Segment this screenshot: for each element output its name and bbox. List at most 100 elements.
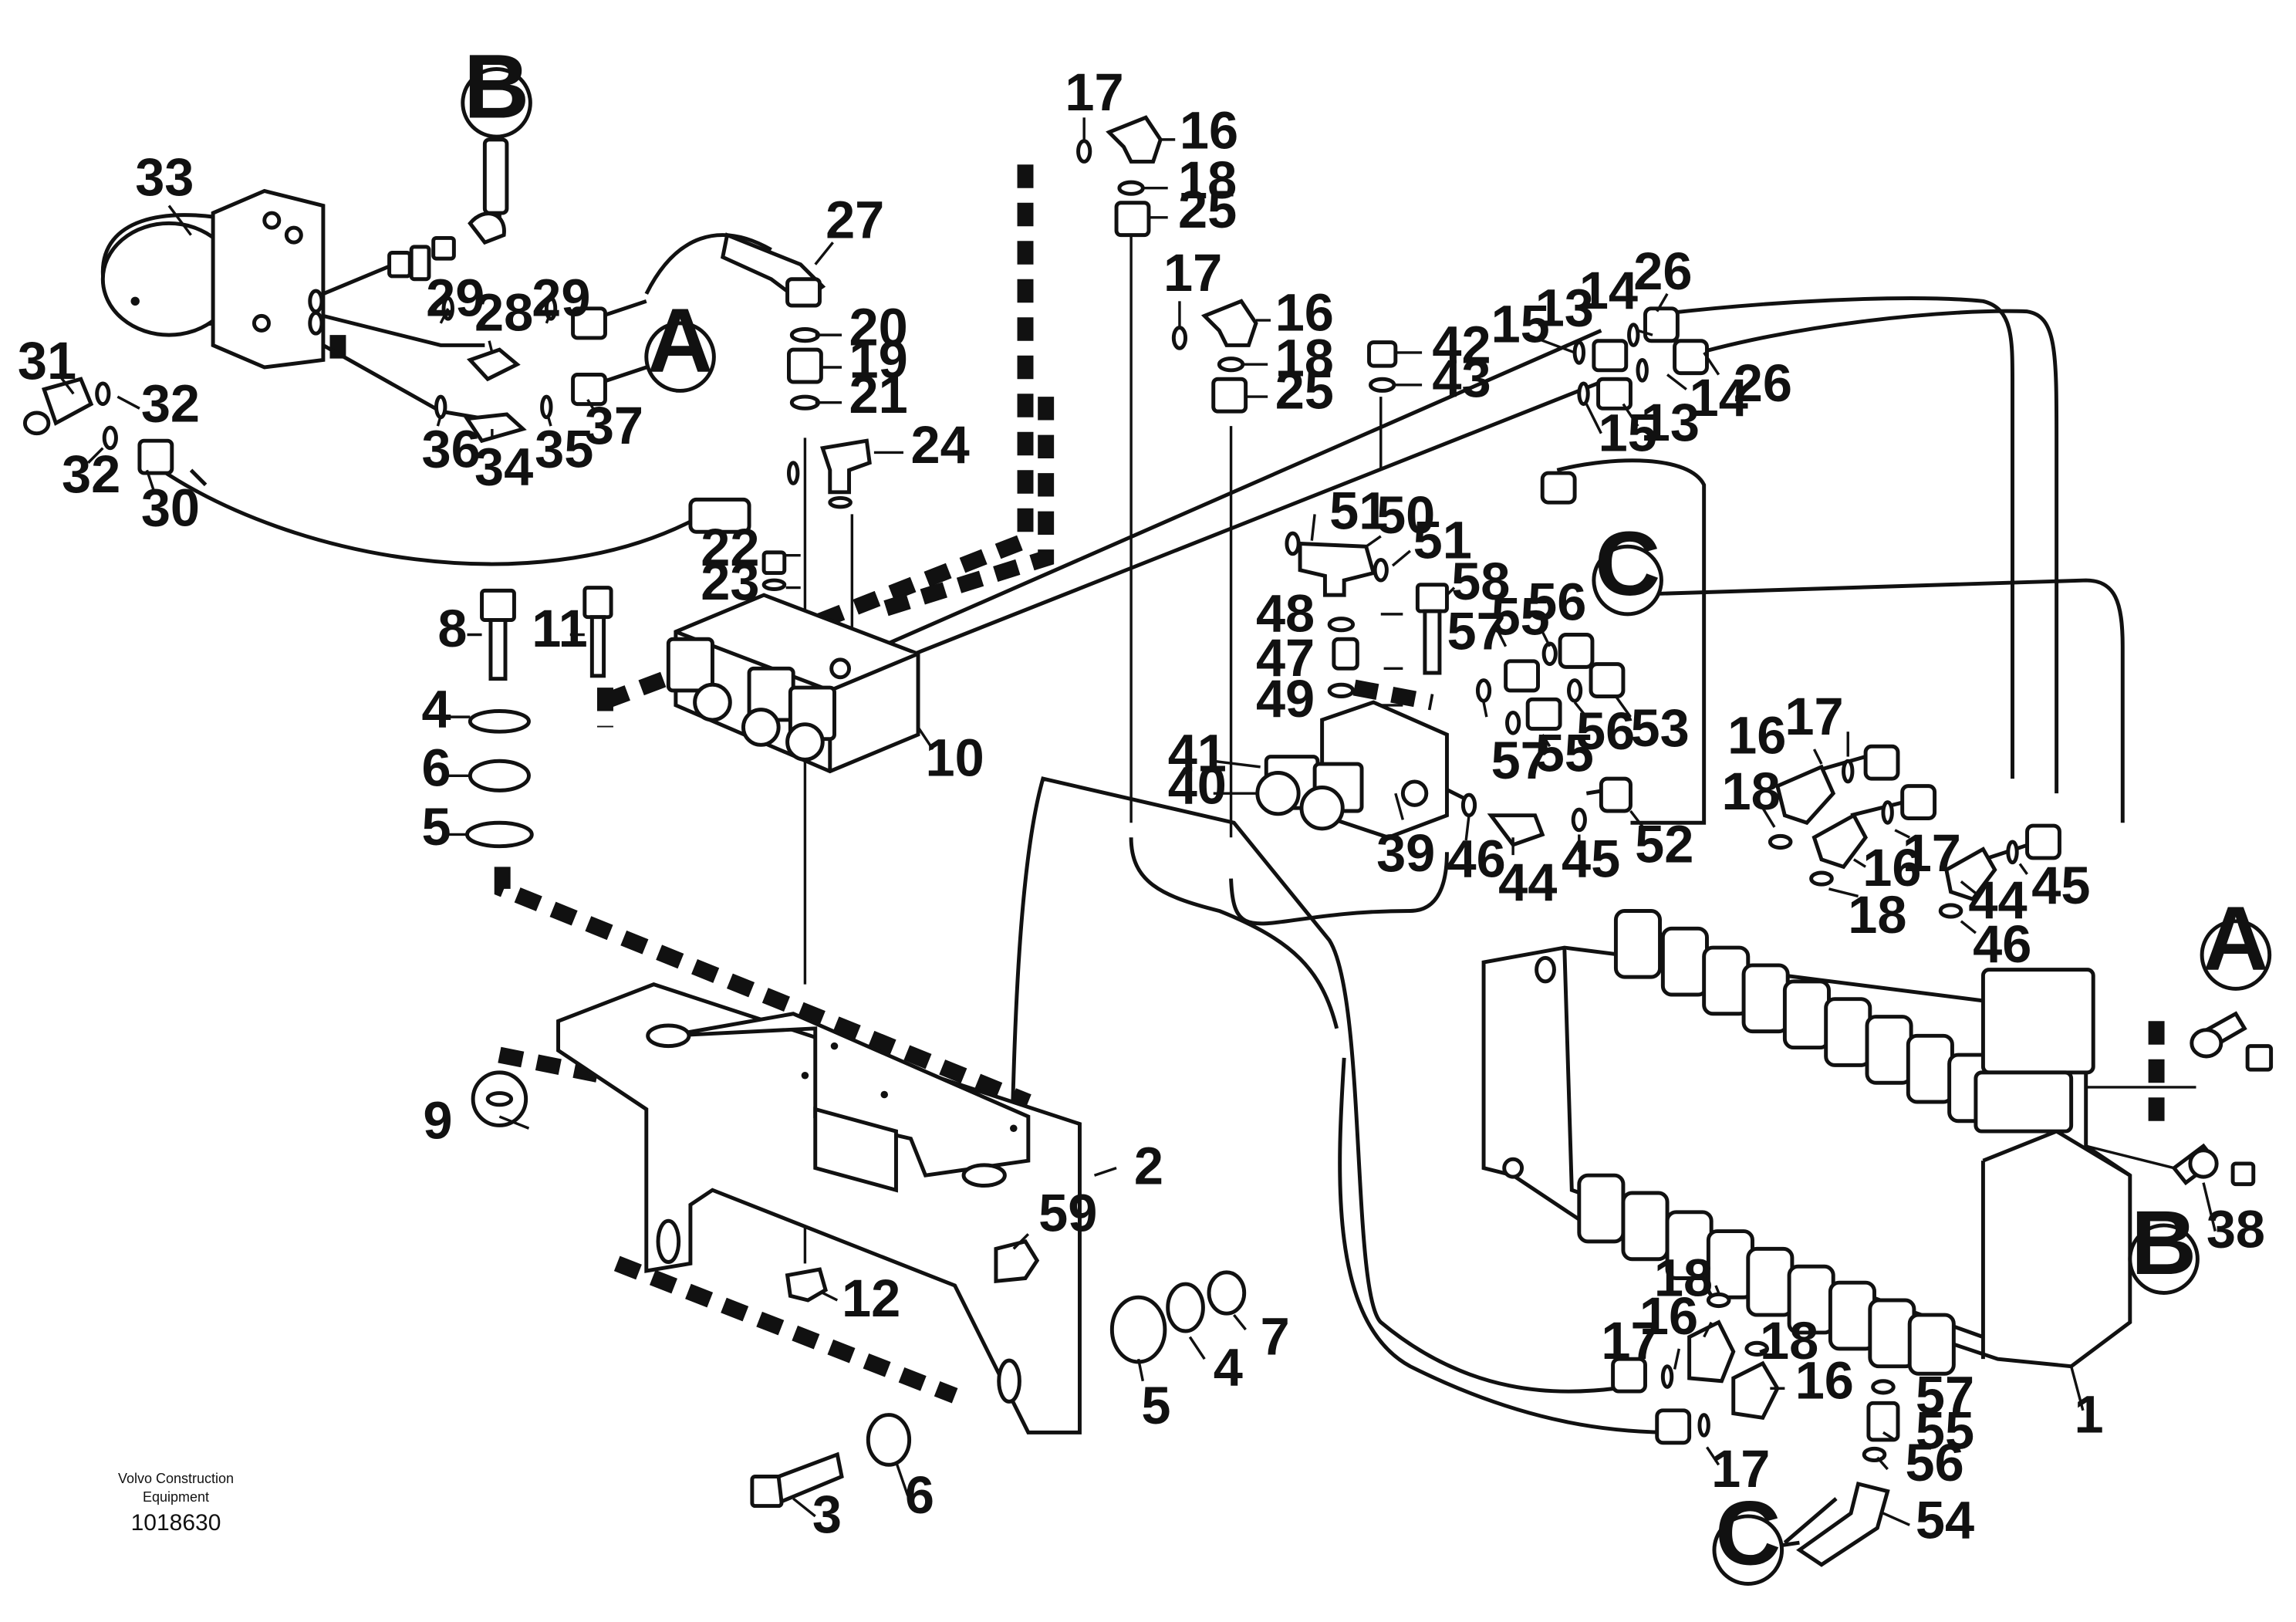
callout-A-right: A: [2200, 888, 2272, 991]
part-label: 42: [1432, 315, 1491, 374]
leader-lines: [57, 117, 2217, 1526]
part-label: 17: [1711, 1439, 1770, 1499]
part-label: 57: [1447, 602, 1505, 661]
callout-letter: B: [464, 35, 529, 137]
part-label: 17: [1065, 63, 1123, 122]
part-label: 19: [849, 329, 908, 389]
callout-C-bottom: C: [1712, 1483, 1784, 1586]
part-label: 16: [1180, 100, 1238, 160]
part-label: 14: [1690, 368, 1748, 427]
part-label: 45: [1562, 830, 1620, 889]
solenoid-valve-block-10: [666, 550, 920, 774]
fittings-55-56-57: [1475, 633, 1626, 735]
part-number-labels: 33 31 32 32 30 29 28 29 36 34 35 37 27 2…: [18, 63, 2265, 1550]
part-label: 18: [1760, 1311, 1818, 1370]
part-label: 14: [1579, 261, 1638, 320]
part-label: 3: [812, 1485, 842, 1544]
part-label: 32: [62, 444, 120, 504]
part-label: 46: [1447, 830, 1505, 889]
fittings-right-top: [1768, 744, 2061, 919]
part-label: 29: [426, 268, 485, 327]
part-label: 21: [849, 365, 908, 424]
part-label: 55: [1491, 587, 1550, 647]
part-label: 51: [1413, 511, 1472, 570]
part-label: 46: [1973, 914, 2031, 974]
part-label: 40: [1168, 755, 1227, 815]
mounting-bracket-2: [556, 982, 1082, 1434]
part-label: 17: [1601, 1311, 1660, 1370]
part-label: 30: [141, 478, 200, 538]
part-label: 39: [1376, 823, 1435, 883]
part-label: 31: [18, 331, 76, 390]
part-label: 41: [1168, 724, 1227, 783]
part-label: 44: [1968, 870, 2027, 930]
part-label: 8: [437, 599, 467, 658]
part-label: 25: [1178, 180, 1237, 239]
fittings-upper-left: [22, 137, 800, 534]
part-label: 13: [1641, 393, 1700, 452]
part-label: 36: [421, 419, 480, 478]
callout-C-mid: C: [1592, 513, 1663, 617]
callout-B-top: B: [461, 35, 532, 139]
fittings-13-14-15-26: [1572, 306, 1709, 411]
part-label: 5: [1141, 1376, 1170, 1435]
part-label: 53: [1630, 698, 1689, 758]
part-label: 17: [1784, 687, 1843, 746]
part-label: 20: [849, 297, 908, 357]
part-label: 18: [1275, 328, 1334, 387]
part-label: 12: [842, 1269, 900, 1328]
callout-letter: A: [2203, 888, 2268, 990]
part-label: 34: [474, 437, 533, 496]
part-label: 38: [2207, 1199, 2265, 1259]
part-label: 50: [1376, 485, 1435, 545]
part-label: 43: [1432, 349, 1491, 408]
bracket-hardware: [750, 1239, 1247, 1509]
brand-line-1: Volvo Construction: [117, 1471, 235, 1486]
part-label: 16: [1795, 1351, 1854, 1411]
part-label: 26: [1633, 242, 1692, 301]
part-label: 4: [1214, 1337, 1243, 1397]
part-label: 10: [926, 728, 984, 787]
fittings-16-18-25: [1076, 115, 1577, 505]
part-label: 18: [1848, 885, 1906, 944]
main-control-valve-1: [1481, 908, 2132, 1376]
part-label: 55: [1916, 1401, 1974, 1460]
part-label: 18: [1178, 150, 1237, 210]
part-label: 6: [905, 1465, 934, 1525]
part-label: 5: [421, 797, 451, 857]
part-label: 49: [1256, 669, 1315, 728]
part-label: 2: [1134, 1137, 1163, 1196]
part-label: 23: [701, 552, 759, 611]
part-label: 52: [1635, 815, 1693, 874]
callout-letter: B: [2131, 1192, 2196, 1294]
part-label: 6: [421, 738, 451, 798]
part-label: 28: [474, 282, 533, 342]
right-side-stubs: [2171, 1011, 2274, 1187]
part-label: 16: [1862, 838, 1921, 897]
drawing-footer: Volvo Construction Equipment 1018630: [91, 1469, 261, 1540]
part-label: 7: [1261, 1306, 1290, 1366]
callout-A-top: A: [644, 290, 716, 393]
part-label: 57: [1491, 731, 1550, 790]
part-label: 56: [1528, 572, 1586, 631]
part-label: 16: [1727, 706, 1786, 765]
valve-block-39: [1255, 531, 1633, 847]
part-label: 33: [135, 147, 194, 207]
part-label: 55: [1535, 724, 1594, 783]
part-label: 15: [1491, 295, 1550, 354]
part-label: 32: [141, 373, 200, 433]
callout-letter: A: [647, 290, 713, 392]
part-label: 11: [532, 599, 587, 658]
callout-letter: C: [1595, 513, 1660, 615]
part-label: 35: [535, 419, 593, 478]
part-label: 51: [1329, 481, 1388, 540]
part-label: 29: [532, 268, 590, 327]
part-label: 59: [1038, 1184, 1097, 1243]
part-label: 56: [1906, 1433, 1964, 1492]
part-label: 56: [1576, 701, 1635, 761]
part-label: 54: [1916, 1490, 1974, 1549]
part-label: 9: [423, 1091, 452, 1151]
part-label: 22: [701, 518, 759, 577]
part-label: 15: [1599, 404, 1657, 463]
